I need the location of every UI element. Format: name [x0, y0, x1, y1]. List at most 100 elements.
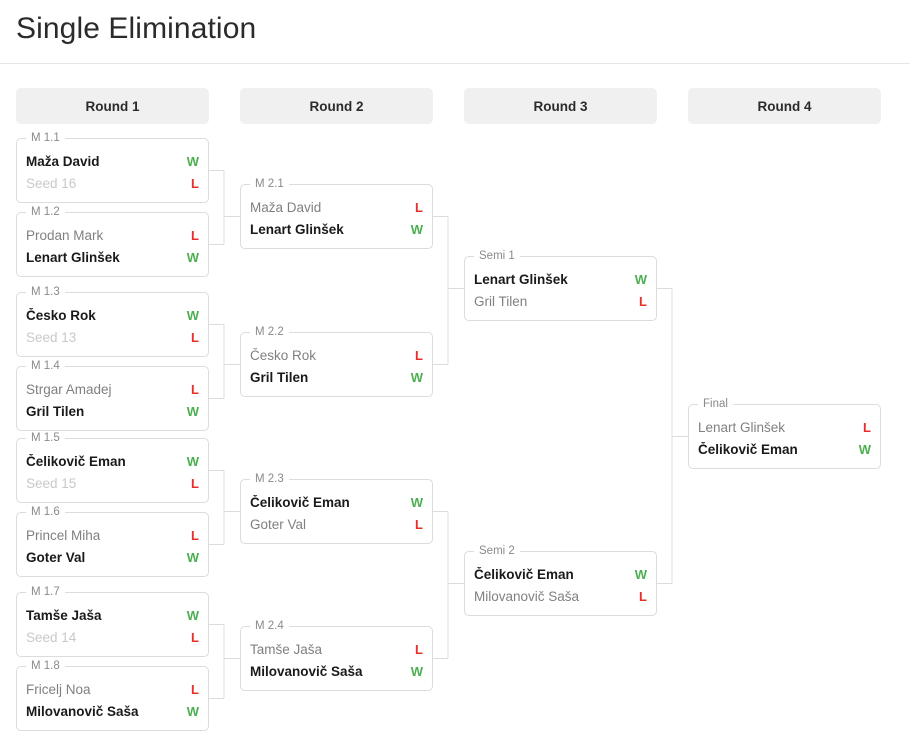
player-name: Tamše Jaša	[26, 607, 102, 623]
player-name: Čelikovič Eman	[474, 566, 574, 582]
player-name: Gril Tilen	[26, 403, 85, 419]
match-slot-top[interactable]: Česko Rok L	[250, 344, 423, 366]
result-badge: W	[410, 221, 423, 237]
player-name: Milovanovič Saša	[250, 663, 363, 679]
match-label: M 1.8	[26, 659, 65, 673]
result-badge: L	[415, 199, 423, 215]
match-label: M 1.3	[26, 285, 65, 299]
result-badge: L	[191, 527, 199, 543]
match-slot-top[interactable]: Prodan Mark L	[26, 224, 199, 246]
connector-line	[209, 324, 240, 399]
result-badge: W	[634, 271, 647, 287]
result-badge: L	[191, 227, 199, 243]
player-name: Gril Tilen	[474, 293, 528, 309]
result-badge: W	[186, 549, 199, 565]
result-badge: W	[858, 441, 871, 457]
result-badge: W	[186, 249, 199, 265]
result-badge: L	[639, 588, 647, 604]
round-header-4[interactable]: Round 4	[688, 88, 881, 124]
player-name: Strgar Amadej	[26, 381, 112, 397]
match-label: M 2.3	[250, 472, 289, 486]
match-label: Final	[698, 397, 733, 411]
match-label: Semi 2	[474, 544, 520, 558]
match-slot-bottom[interactable]: Goter Val W	[26, 546, 199, 568]
match-slot-bottom[interactable]: Gril Tilen W	[26, 400, 199, 422]
player-name: Česko Rok	[250, 347, 317, 363]
result-badge: W	[410, 369, 423, 385]
round-header-2[interactable]: Round 2	[240, 88, 433, 124]
match-label: M 1.4	[26, 359, 65, 373]
connector-line	[657, 288, 688, 584]
round-header-3[interactable]: Round 3	[464, 88, 657, 124]
player-name: Prodan Mark	[26, 227, 104, 243]
match-slot-top[interactable]: Čelikovič Eman W	[26, 450, 199, 472]
player-name: Goter Val	[26, 549, 86, 565]
match-label: M 2.1	[250, 177, 289, 191]
match-label: M 1.5	[26, 431, 65, 445]
player-name: Maža David	[26, 153, 100, 169]
connector-line	[433, 216, 464, 365]
result-badge: L	[415, 347, 423, 363]
result-badge: W	[186, 453, 199, 469]
result-badge: W	[186, 403, 199, 419]
player-name: Lenart Glinšek	[698, 419, 786, 435]
player-name: Seed 15	[26, 475, 77, 491]
result-badge: L	[191, 381, 199, 397]
match-slot-bottom[interactable]: Lenart Glinšek W	[26, 246, 199, 268]
round-header-1[interactable]: Round 1	[16, 88, 209, 124]
match-label: M 1.2	[26, 205, 65, 219]
connector-line	[209, 470, 240, 545]
match-label: M 1.1	[26, 131, 65, 145]
player-name: Čelikovič Eman	[26, 453, 126, 469]
title-divider	[0, 63, 910, 64]
result-badge: L	[191, 329, 199, 345]
match-label: Semi 1	[474, 249, 520, 263]
round-header-label: Round 2	[309, 98, 364, 114]
match-slot-top[interactable]: Strgar Amadej L	[26, 378, 199, 400]
connector-line	[209, 170, 240, 245]
player-name: Česko Rok	[26, 307, 96, 323]
player-name: Tamše Jaša	[250, 641, 323, 657]
player-name: Milovanovič Saša	[26, 703, 139, 719]
player-name: Lenart Glinšek	[26, 249, 120, 265]
